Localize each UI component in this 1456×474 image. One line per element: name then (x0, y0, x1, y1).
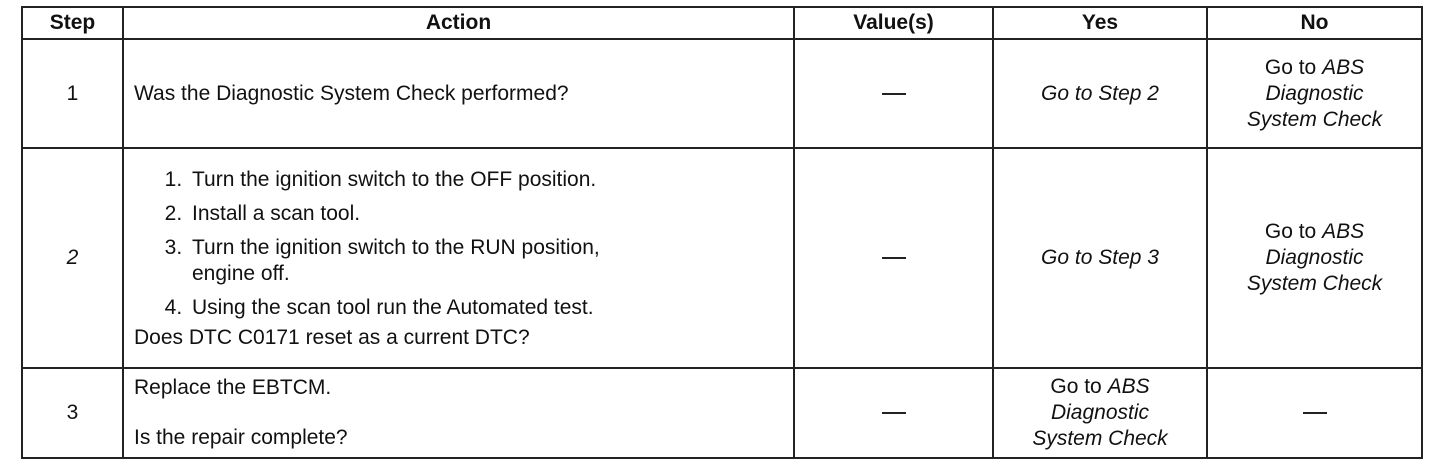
no-ref-line3: System Check (1246, 107, 1383, 131)
action-step-list: Turn the ignition switch to the OFF posi… (134, 167, 785, 321)
value-dash (881, 412, 906, 415)
value-dash (881, 92, 906, 95)
value-dash (881, 257, 906, 260)
value-cell (793, 147, 994, 369)
no-prefix: Go to (1264, 220, 1323, 243)
no-ref-line2: Diagnostic (1265, 246, 1364, 269)
table-row: 2 Turn the ignition switch to the OFF po… (21, 147, 1423, 369)
header-step: Step (21, 6, 124, 40)
yes-ref-line3: System Check (1032, 427, 1168, 450)
action-cell: Was the Diagnostic System Check performe… (122, 38, 795, 149)
no-ref-line3: System Check (1246, 272, 1383, 295)
yes-ref-line1: ABS (1107, 375, 1150, 398)
no-prefix: Go to (1264, 55, 1323, 79)
yes-prefix: Go to (1050, 375, 1108, 398)
action-step: Install a scan tool. (188, 201, 785, 227)
value-cell (793, 367, 994, 459)
no-dash (1302, 412, 1327, 415)
header-no: No (1206, 6, 1423, 40)
header-row: Step Action Value(s) Yes No (21, 6, 1423, 40)
action-step: Turn the ignition switch to the RUN posi… (188, 235, 785, 287)
header-yes: Yes (992, 6, 1208, 40)
step-number: 1 (21, 38, 124, 149)
action-question: Was the Diagnostic System Check performe… (134, 81, 569, 105)
action-question: Does DTC C0171 reset as a current DTC? (134, 326, 530, 349)
no-cell (1206, 367, 1423, 459)
yes-cell: Go to Step 2 (992, 38, 1208, 149)
table-row: 1 Was the Diagnostic System Check perfor… (21, 38, 1423, 149)
diagnostic-table: Step Action Value(s) Yes No 1 Was the Di… (21, 6, 1423, 459)
table-row: 3 Replace the EBTCM. Is the repair compl… (21, 367, 1423, 459)
action-step: Using the scan tool run the Automated te… (188, 295, 785, 321)
header-values: Value(s) (793, 6, 994, 40)
yes-cell: Go to ABS Diagnostic System Check (992, 367, 1208, 459)
no-cell: Go to ABS Diagnostic System Check (1206, 147, 1423, 369)
action-question: Is the repair complete? (134, 426, 348, 449)
action-instruction: Replace the EBTCM. (134, 376, 332, 399)
action-step: Turn the ignition switch to the OFF posi… (188, 167, 785, 193)
yes-ref-line2: Diagnostic (1050, 401, 1150, 424)
no-ref-line1: ABS (1322, 220, 1365, 243)
no-ref-line2: Diagnostic (1265, 81, 1364, 105)
yes-cell: Go to Step 3 (992, 147, 1208, 369)
value-cell (793, 38, 994, 149)
no-ref-line1: ABS (1322, 55, 1365, 79)
no-cell: Go to ABS Diagnostic System Check (1206, 38, 1423, 149)
action-cell: Turn the ignition switch to the OFF posi… (122, 147, 795, 369)
header-action: Action (122, 6, 795, 40)
step-number: 3 (21, 367, 124, 459)
action-cell: Replace the EBTCM. Is the repair complet… (122, 367, 795, 459)
step-number: 2 (21, 147, 124, 369)
